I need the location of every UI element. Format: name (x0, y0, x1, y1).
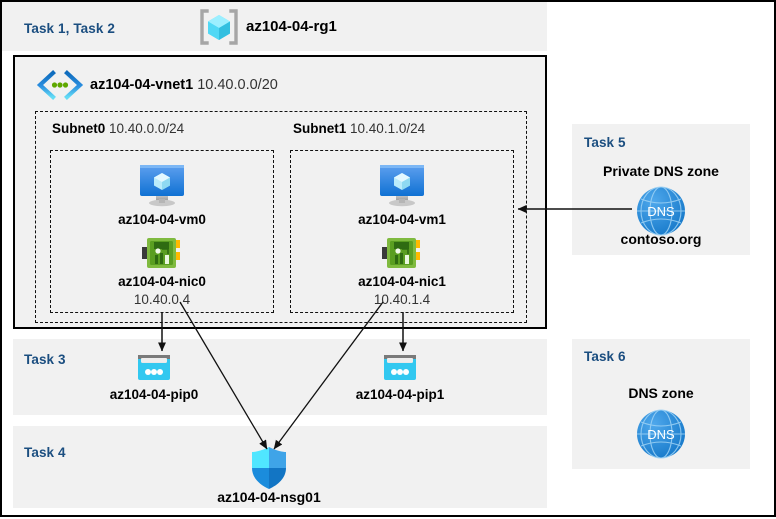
task-label-1-2: Task 1, Task 2 (24, 21, 115, 36)
nic1-label: az104-04-nic1 (358, 274, 446, 289)
task-label-6: Task 6 (584, 349, 626, 364)
network-interface-icon (142, 236, 182, 270)
virtual-machine-icon (137, 161, 187, 208)
private-dns-name: contoso.org (620, 231, 702, 247)
dns-zone-icon: DNS (635, 185, 687, 237)
task-label-4: Task 4 (24, 445, 66, 460)
public-ip-address-icon (136, 352, 172, 384)
subnet1-name: Subnet1 (293, 121, 347, 136)
vm1-label: az104-04-vm1 (358, 212, 446, 227)
pip0-label: az104-04-pip0 (109, 387, 199, 402)
nic0-ip: 10.40.0.4 (133, 292, 191, 307)
public-ip-panel (13, 339, 547, 415)
task-label-5: Task 5 (584, 135, 626, 150)
nic0-label: az104-04-nic0 (118, 274, 206, 289)
nsg-label: az104-04-nsg01 (217, 489, 321, 505)
virtual-machine-icon (377, 161, 427, 208)
public-ip-address-icon (382, 352, 418, 384)
pip1-label: az104-04-pip1 (355, 387, 445, 402)
resource-group-header-band (2, 2, 547, 51)
subnet1-box (290, 150, 514, 313)
network-interface-icon (382, 236, 422, 270)
dns-icon-text: DNS (647, 427, 675, 442)
subnet0-cidr: 10.40.0.0/24 (109, 121, 185, 136)
vnet-cidr: 10.40.0.0/20 (197, 77, 278, 93)
private-dns-heading: Private DNS zone (603, 163, 719, 179)
dns-zone-icon: DNS (635, 408, 687, 460)
subnet0-name: Subnet0 (52, 121, 106, 136)
virtual-network-icon (36, 70, 84, 100)
subnet1-title: Subnet1 10.40.1.0/24 (293, 121, 425, 136)
task-label-3: Task 3 (24, 352, 66, 367)
resource-group-name: az104-04-rg1 (246, 18, 337, 35)
public-dns-heading: DNS zone (628, 385, 694, 401)
vm0-label: az104-04-vm0 (118, 212, 206, 227)
resource-group-icon (198, 8, 240, 46)
subnet1-cidr: 10.40.1.0/24 (350, 121, 426, 136)
vnet-panel (13, 55, 547, 329)
nic1-ip: 10.40.1.4 (373, 292, 431, 307)
vnet-title: az104-04-vnet1 10.40.0.0/20 (90, 77, 278, 93)
vnet-name: az104-04-vnet1 (90, 77, 194, 93)
network-security-group-icon (248, 445, 290, 491)
subnet0-title: Subnet0 10.40.0.0/24 (52, 121, 184, 136)
dns-icon-text: DNS (647, 204, 675, 219)
